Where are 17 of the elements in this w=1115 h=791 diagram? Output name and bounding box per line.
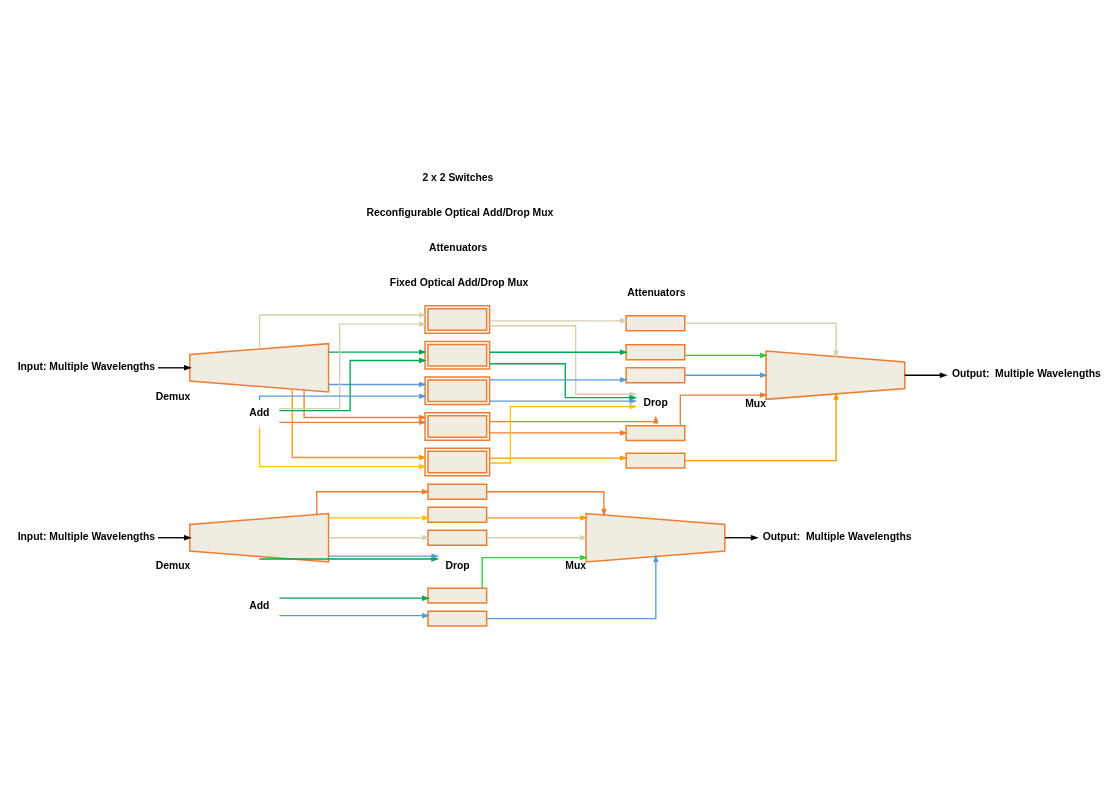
label: 2 x 2 Switches <box>422 171 494 183</box>
node-text: Drop <box>445 559 470 571</box>
node-text: Output: Multiple Wavelengths <box>951 367 1101 379</box>
node-label: Demux <box>155 559 191 571</box>
label: Attenuators <box>627 286 686 298</box>
node-text: Add <box>249 406 270 418</box>
node-text: Output: Multiple Wavelengths <box>762 530 912 542</box>
node-label: Demux <box>155 389 191 401</box>
node-label: Mux <box>745 397 766 409</box>
node-text: Drop <box>643 396 668 408</box>
node-text: Add <box>249 599 270 611</box>
node-text: Input: Multiple Wavelengths <box>17 530 156 542</box>
node-label: Mux <box>565 559 587 571</box>
node-text: Input: Multiple Wavelengths <box>17 360 156 372</box>
label: Attenuators <box>429 241 488 253</box>
label: Reconfigurable Optical Add/Drop Mux <box>366 206 554 218</box>
label: Fixed Optical Add/Drop Mux <box>389 276 529 288</box>
